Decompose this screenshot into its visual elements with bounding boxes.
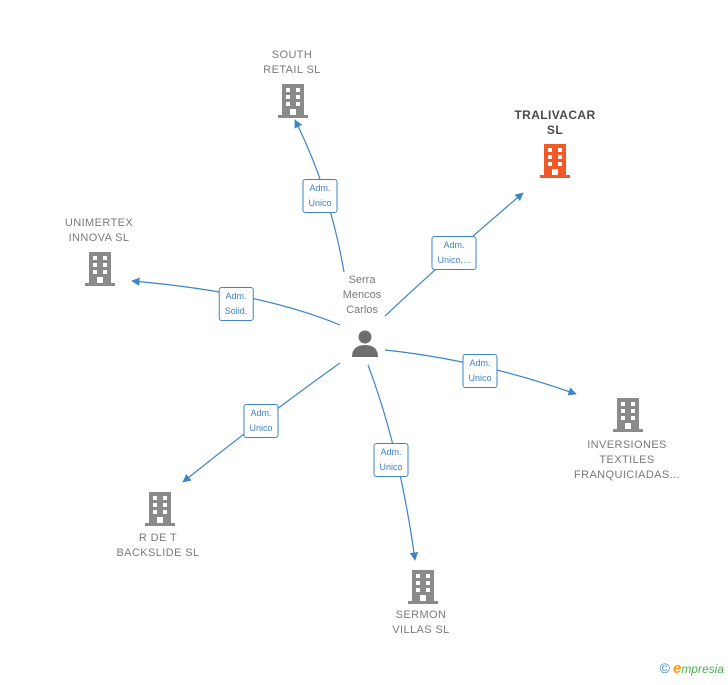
edge-label-line1: Adm. xyxy=(309,183,331,193)
building-icon[interactable] xyxy=(613,398,643,432)
edge-label-line2: Unico xyxy=(468,373,492,383)
person-name-line2: Mencos xyxy=(342,289,382,301)
company-label-line2: VILLAS SL xyxy=(392,624,450,636)
company-unimertex-label[interactable]: UNIMERTEX INNOVA SL xyxy=(65,216,133,246)
company-label-line1: SERMON xyxy=(395,609,447,621)
company-label-line2: RETAIL SL xyxy=(263,64,321,76)
building-icon[interactable] xyxy=(408,570,438,604)
company-label-line1: R DE T xyxy=(138,532,178,544)
company-rdet-label[interactable]: R DE T BACKSLIDE SL xyxy=(116,531,199,561)
edge-label-line1: Adm. xyxy=(250,408,272,418)
building-icon[interactable] xyxy=(145,492,175,526)
company-label-line1: TRALIVACAR xyxy=(514,108,596,122)
person-name[interactable]: Serra Mencos Carlos xyxy=(343,273,382,318)
company-label-line2: BACKSLIDE SL xyxy=(116,547,200,559)
edge-label-line1: Adm. xyxy=(469,358,491,368)
edge-label-rdet[interactable]: Adm. Unico xyxy=(243,404,279,438)
edge-label-line1: Adm. xyxy=(380,447,402,457)
company-south-retail-label[interactable]: SOUTH RETAIL SL xyxy=(263,48,320,78)
building-icon[interactable] xyxy=(85,252,115,286)
company-tralivacar-label[interactable]: TRALIVACAR SL xyxy=(514,108,595,138)
edge-label-tralivacar[interactable]: Adm. Unico,... xyxy=(431,236,477,270)
brand-initial: e xyxy=(672,660,682,677)
person-name-line1: Serra xyxy=(348,274,376,286)
edge-label-line1: Adm. xyxy=(225,291,247,301)
company-label-line2: INNOVA SL xyxy=(68,232,130,244)
company-sermon-label[interactable]: SERMON VILLAS SL xyxy=(392,608,449,638)
copyright-icon: © xyxy=(659,660,670,676)
person-name-line3: Carlos xyxy=(346,304,378,316)
edge-label-line2: Unico,... xyxy=(437,255,471,265)
company-label-line2: SL xyxy=(546,123,564,137)
edge-label-line2: Unico xyxy=(379,462,403,472)
building-icon-highlighted[interactable] xyxy=(540,144,570,178)
building-icon[interactable] xyxy=(278,84,308,118)
edge-label-line2: Solid. xyxy=(224,306,248,316)
brand-name: mpresia xyxy=(681,662,724,676)
edge-label-line2: Unico xyxy=(308,198,332,208)
edge-label-sermon[interactable]: Adm. Unico xyxy=(373,443,409,477)
company-inversiones-label[interactable]: INVERSIONES TEXTILES FRANQUICIADAS... xyxy=(574,438,680,483)
person-icon[interactable] xyxy=(350,328,380,358)
company-label-line1: UNIMERTEX xyxy=(64,217,134,229)
edge-label-south-retail[interactable]: Adm. Unico xyxy=(302,179,338,213)
edge-label-line1: Adm. xyxy=(443,240,465,250)
company-label-line1: SOUTH xyxy=(271,49,313,61)
edge-label-inversiones[interactable]: Adm. Unico xyxy=(462,354,498,388)
brand-footer[interactable]: ©empresia xyxy=(660,660,724,677)
edge-label-line2: Unico xyxy=(249,423,273,433)
company-label-line1: INVERSIONES xyxy=(587,439,667,451)
company-label-line3: FRANQUICIADAS... xyxy=(573,469,681,481)
company-label-line2: TEXTILES xyxy=(599,454,655,466)
edge-label-unimertex[interactable]: Adm. Solid. xyxy=(218,287,254,321)
